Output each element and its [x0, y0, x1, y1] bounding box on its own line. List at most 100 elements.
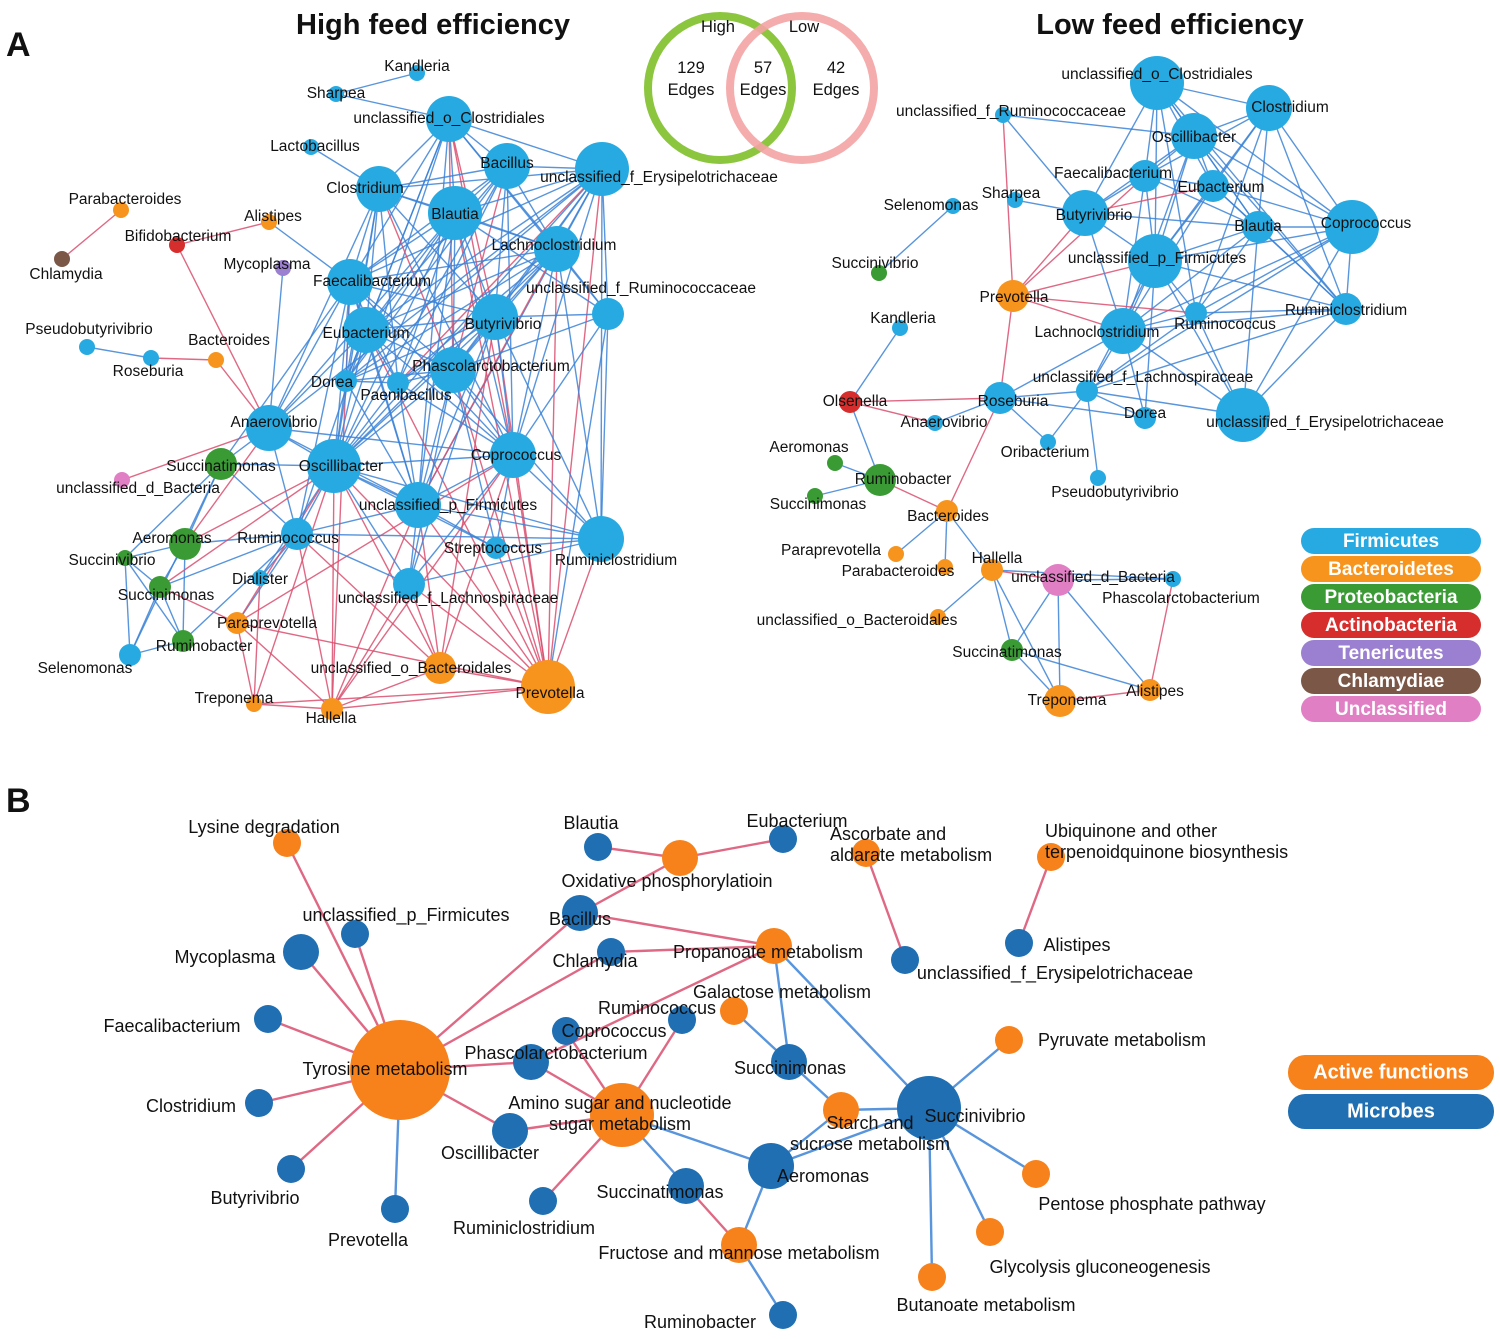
high-edge-uoc-ufr [448, 118, 609, 315]
low-node-oscillibacter [1171, 113, 1217, 159]
low-label-coprococcus: Coprococcus [1321, 215, 1412, 232]
high-edge-anaerovibrio-udb [121, 427, 270, 481]
high-node-succinimonas [149, 576, 171, 598]
low-label-oscillibacter: Oscillibacter [1152, 129, 1236, 146]
high-edge-mycoplasma-anaerovibrio [268, 267, 284, 429]
high-label-eubacterium: Eubacterium [322, 325, 409, 342]
high-node-uoc [426, 96, 472, 142]
high-node-udb [114, 472, 130, 488]
high-label-lachnoclostridium: Lachnoclostridium [492, 237, 617, 254]
low-edge-ufl-pseudobutyrivibrio [1086, 390, 1099, 479]
high-node-treponema [246, 696, 262, 712]
low-label-prevotella: Prevotella [980, 289, 1049, 306]
b-label-succinivibrio: Succinivibrio [924, 1106, 1025, 1126]
low-edge-ufr-prevotella [1002, 114, 1014, 297]
low-node-succinivibrio [871, 265, 887, 281]
high-edge-paraprevotella-treponema [236, 622, 255, 705]
low-label-clostridium: Clostridium [1251, 99, 1329, 116]
high-label-udb: unclassified_d_Bacteria [56, 480, 220, 497]
low-edge-bacteroides-hallella [946, 510, 993, 571]
low-node-uoc [1130, 56, 1184, 110]
high-node-mycoplasma [275, 260, 291, 276]
high-edge-uoc-faecalibacterium [349, 118, 450, 283]
low-label-eubacterium: Eubacterium [1177, 179, 1264, 196]
low-edge-udb-alistipes [1057, 579, 1151, 691]
high-edge-hallella-oscillibacter [331, 465, 335, 710]
high-node-ufe [575, 142, 629, 196]
venn-mid-count: 57 [754, 59, 772, 77]
b-node-bacillus [562, 895, 598, 931]
b-node-oxp [662, 840, 698, 876]
low-node-sharpea [1007, 192, 1023, 208]
low-edge-upf-ufe [1154, 260, 1244, 416]
high-edge-dorea-upf [345, 380, 419, 506]
high-node-lactobacillus [303, 139, 319, 155]
low-node-udb [1042, 564, 1074, 596]
high-edge-butyrivibrio-upf [417, 316, 496, 506]
low-node-butyrivibrio [1062, 190, 1108, 236]
high-label-uob: unclassified_o_Bacteroidales [311, 660, 512, 677]
high-node-prevotella [521, 660, 575, 714]
b-node-fru [721, 1227, 757, 1263]
high-node-dialister [252, 570, 268, 586]
b-label-lys: Lysine degradation [188, 817, 339, 837]
low-edge-bacteroides-paraprevotella [895, 510, 948, 555]
high-edge-anaerovibrio-faecalibacterium [268, 281, 351, 429]
high-edge-ufe-anaerovibrio [268, 168, 603, 429]
b-label-blautia: Blautia [563, 813, 619, 833]
high-edge-hallella-ufl [331, 583, 410, 710]
low-node-hallella [981, 559, 1003, 581]
panel-a-nodes [54, 56, 1379, 720]
high-label-kandleria: Kandleria [384, 58, 450, 75]
low-edge-blautia-ruminococcus [1195, 226, 1259, 314]
high-edge-treponema-prevotella [253, 686, 549, 705]
high-edge-paraprevotella-prevotella [236, 622, 549, 688]
high-edge-hallella-uob [331, 667, 441, 710]
high-edge-treponema-hallella [253, 703, 333, 710]
high-edge-lachnoclostridium-faecalibacterium [349, 248, 558, 283]
b-edge-asc-ufe [864, 852, 907, 961]
high-edge-uob-ruminococcus [296, 533, 441, 669]
legend-label-active-functions: Active functions [1313, 1061, 1469, 1083]
high-edge-paraprevotella-coprococcus [236, 454, 514, 624]
high-node-anaerovibrio [246, 405, 292, 451]
low-label-bacteroides: Bacteroides [907, 508, 989, 525]
high-node-selenomonas [119, 644, 141, 666]
high-label-faecalibacterium: Faecalibacterium [313, 273, 431, 290]
low-node-selenomonas [945, 198, 961, 214]
high-node-lachnoclostridium [534, 226, 580, 272]
low-node-ufe [1216, 388, 1270, 442]
low-label-uob: unclassified_o_Bacteroidales [757, 612, 958, 629]
low-label-blautia: Blautia [1234, 218, 1282, 235]
b-node-pen [1022, 1160, 1050, 1188]
low-label-olsenella: Olsenella [823, 393, 888, 410]
low-edge-butyrivibrio-blautia [1084, 212, 1259, 228]
high-edge-clostridium-anaerovibrio [268, 188, 380, 429]
high-edge-succinimonas-selenomonas [129, 586, 161, 656]
b-node-gly [976, 1218, 1004, 1246]
low-node-parabacteroides [937, 559, 953, 575]
b-node-amn [590, 1083, 654, 1147]
high-label-hallella: Hallella [306, 710, 357, 727]
high-label-butyrivibrio: Butyrivibrio [465, 316, 542, 333]
b-label-chlamydia: Chlamydia [552, 951, 638, 971]
high-node-streptococcus [485, 537, 507, 559]
high-node-succinatimonas [205, 448, 237, 480]
high-edge-oscillibacter-coprococcus [333, 454, 514, 467]
high-label-ruminobacter: Ruminobacter [156, 638, 253, 655]
high-edge-bacillus-faecalibacterium [349, 165, 508, 283]
low-edge-blautia-ufe [1242, 226, 1259, 416]
high-edge-ufe-phascolarctobacterium [452, 168, 603, 371]
b-label-alistipes: Alistipes [1043, 935, 1110, 955]
low-node-bacteroides [936, 500, 958, 522]
low-node-ruminiclostridium [1330, 293, 1362, 325]
low-label-alistipes: Alistipes [1126, 683, 1184, 700]
high-edge-clostridium-eubacterium [365, 188, 380, 331]
b-node-succinimonas [771, 1044, 807, 1080]
low-label-treponema: Treponema [1028, 692, 1107, 709]
low-label-selenomonas: Selenomonas [884, 197, 979, 214]
low-node-lachnoclostridium [1100, 308, 1146, 354]
high-edge-ufe-coprococcus [512, 168, 603, 456]
high-edge-faecalibacterium-ruminococcus [296, 281, 351, 535]
legend-label-actinobacteria: Actinobacteria [1325, 615, 1457, 636]
